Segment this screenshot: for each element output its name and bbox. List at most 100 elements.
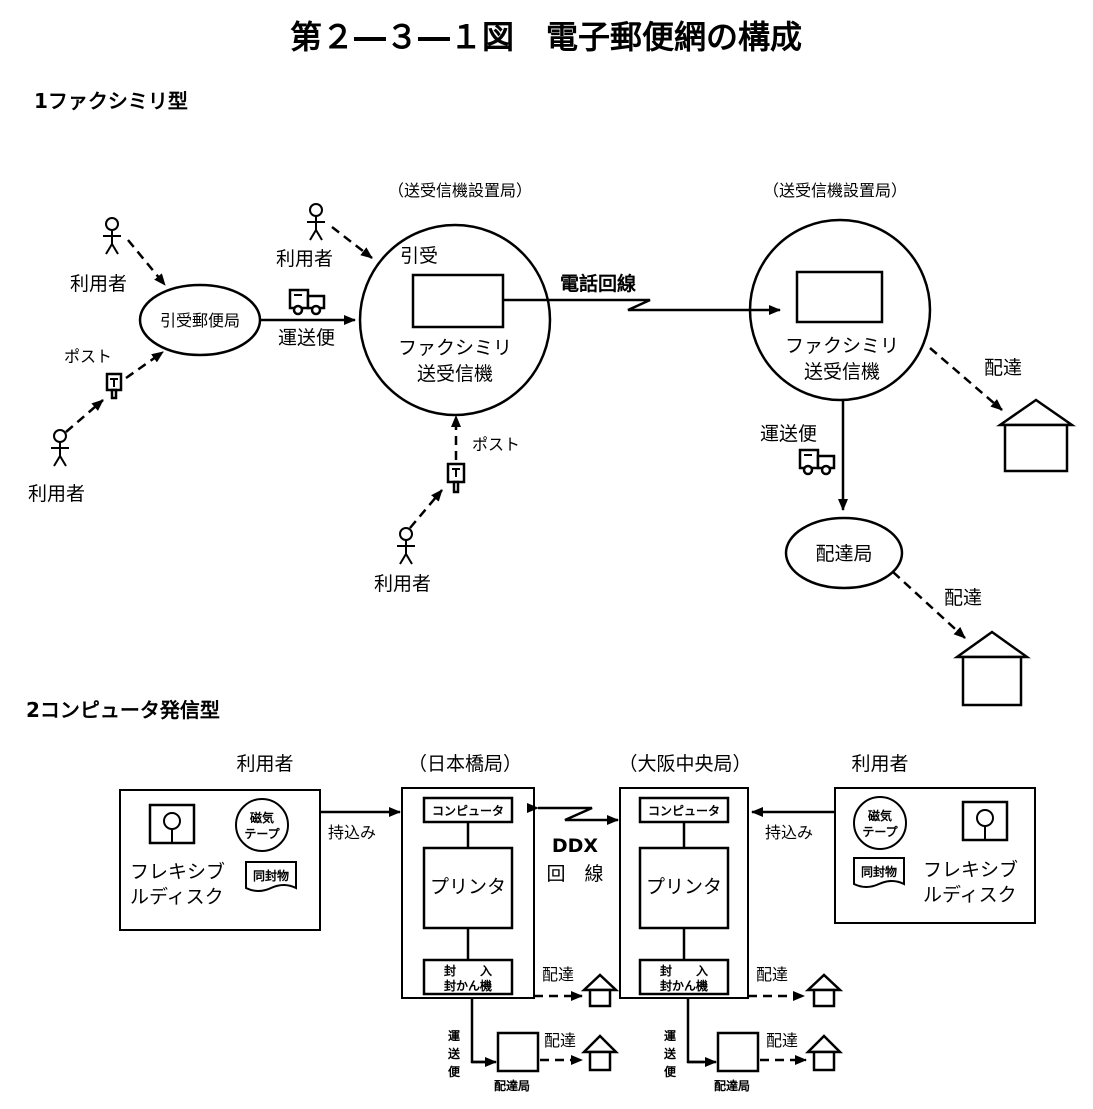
svg-text:同封物: 同封物 (253, 868, 289, 883)
postbox-icon (105, 372, 123, 400)
delivery-label: 配達 (756, 965, 788, 984)
dashed-arrow (929, 347, 1003, 411)
dashed-arrow (125, 350, 164, 380)
ddx-line-arrow (527, 803, 619, 825)
dashed-arrow (331, 226, 373, 259)
enclosure-document-icon: 同封物 (853, 857, 905, 888)
user-label: 利用者 (374, 573, 431, 595)
flexible-disk-label-line1: フレキシブ (923, 858, 1018, 881)
carry-in-label: 持込み (765, 823, 813, 842)
dashed-arrow (892, 571, 966, 639)
house-icon (580, 1034, 620, 1072)
transport-label-v3: 便 (448, 1064, 461, 1079)
transport-label-v3: 便 (664, 1064, 677, 1079)
user-label: 利用者 (28, 483, 85, 505)
user-figure-icon (51, 429, 69, 467)
user-label: 利用者 (276, 248, 333, 270)
intake-label: 引受 (400, 245, 438, 267)
carry-in-label: 持込み (328, 823, 376, 842)
delivery-office-label: 配達局 (714, 1078, 750, 1093)
user-label: 利用者 (236, 753, 293, 775)
office-caption-right: （大阪中央局） (618, 753, 751, 775)
fax-label-line1: ファクシミリ (398, 337, 512, 359)
transport-label: 運送便 (760, 423, 817, 445)
fax-label-line2: 送受信機 (804, 361, 880, 383)
transport-label-v2: 送 (663, 1046, 677, 1061)
sending-station-node (358, 223, 552, 417)
delivery-office-box (716, 1031, 760, 1073)
user-label: 利用者 (851, 753, 908, 775)
svg-text:磁気: 磁気 (249, 810, 274, 825)
delivery-office-box (496, 1031, 540, 1073)
dashed-arrow (65, 399, 104, 433)
inserter-box (422, 958, 514, 996)
delivery-office-node (784, 516, 904, 590)
truck-icon (288, 288, 326, 316)
magnetic-tape-icon: 磁気 テープ (853, 796, 907, 850)
delivery-label: 配達 (984, 357, 1022, 379)
user-box-left (119, 789, 321, 931)
user-figure-icon (307, 203, 325, 241)
office-caption-left: （日本橋局） (408, 753, 522, 775)
fax-label-line2: 送受信機 (417, 363, 493, 385)
inserter-label-line2: 封かん機 (444, 978, 492, 993)
office-box-left (401, 787, 535, 999)
fax-machine-box (795, 270, 884, 324)
transport-line (470, 998, 488, 1064)
user-figure-icon (397, 527, 415, 565)
flexible-disk-icon (961, 800, 1009, 842)
flexible-disk-label-line1: フレキシブ (130, 860, 225, 883)
intake-post-office-label: 引受郵便局 (160, 311, 240, 330)
enclosure-document-icon: 同封物 (245, 861, 297, 892)
delivery-office-label: 配達局 (494, 1078, 530, 1093)
delivery-label: 配達 (766, 1031, 798, 1050)
fax-label-line1: ファクシミリ (785, 335, 899, 357)
delivery-label: 配達 (944, 587, 982, 609)
delivery-label: 配達 (544, 1031, 576, 1050)
truck-icon (798, 448, 836, 476)
figure-title: 第２―３―１図 電子郵便網の構成 (290, 18, 802, 56)
flexible-disk-icon (148, 803, 196, 845)
inserter-label-line2: 封かん機 (660, 978, 708, 993)
ddx-label-line1: DDX (552, 835, 599, 857)
transport-label: 運送便 (278, 327, 335, 349)
magnetic-tape-icon: 磁気 テープ (235, 798, 289, 852)
flexible-disk-label-line2: ルディスク (130, 886, 224, 908)
svg-text:磁気: 磁気 (867, 808, 892, 823)
inserter-label-line1: 封 入 (660, 963, 708, 978)
house-icon (953, 630, 1031, 707)
computer-label: コンピュータ (432, 804, 504, 818)
post-label: ポスト (64, 347, 112, 366)
dashed-arrow (127, 239, 166, 286)
receiving-station-node (748, 218, 932, 402)
delivery-label: 配達 (542, 965, 574, 984)
section1-heading: 1ファクシミリ型 (34, 89, 188, 113)
computer-label: コンピュータ (648, 804, 720, 818)
svg-text:テープ: テープ (862, 824, 898, 839)
section2-heading: 2コンピュータ発信型 (26, 698, 220, 722)
printer-label: プリンタ (646, 876, 722, 898)
transport-label-v2: 送 (447, 1046, 461, 1061)
station-caption: （送受信機設置局） (388, 181, 532, 200)
user-box-right (834, 787, 1036, 924)
delivery-office-label: 配達局 (815, 543, 872, 565)
house-icon (804, 1034, 844, 1072)
house-icon (580, 973, 620, 1008)
flexible-disk-label-line2: ルディスク (923, 884, 1017, 906)
svg-text:同封物: 同封物 (861, 864, 897, 879)
user-label: 利用者 (70, 273, 127, 295)
postbox-icon (446, 462, 466, 494)
transport-label-v1: 運 (448, 1029, 460, 1043)
dashed-arrow (409, 489, 443, 529)
phone-line-label: 電話回線 (560, 272, 636, 295)
svg-text:テープ: テープ (244, 826, 280, 841)
transport-line (686, 998, 704, 1064)
house-icon (804, 973, 844, 1008)
phone-line-arrow (503, 298, 781, 315)
office-box-right (619, 787, 749, 999)
transport-label-v1: 運 (664, 1029, 676, 1043)
printer-label: プリンタ (430, 876, 506, 898)
user-figure-icon (103, 217, 121, 255)
house-icon (996, 398, 1076, 473)
